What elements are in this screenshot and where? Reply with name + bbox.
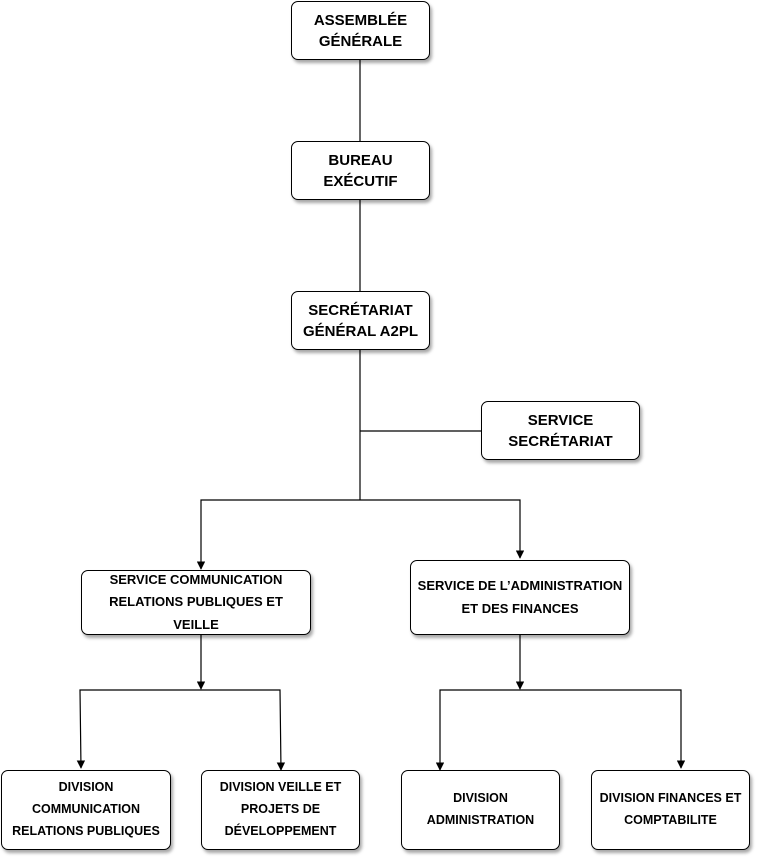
service-communication-box: SERVICE COMMUNICATION RELATIONS PUBLIQUE… bbox=[81, 570, 311, 635]
division-administration-box: DIVISION ADMINISTRATION bbox=[401, 770, 560, 850]
assemblee-generale-label: ASSEMBLÉE GÉNÉRALE bbox=[313, 11, 408, 50]
service-communication-label: SERVICE COMMUNICATION RELATIONS PUBLIQUE… bbox=[109, 572, 283, 632]
division-communication-label: DIVISION COMMUNICATION RELATIONS PUBLIQU… bbox=[12, 780, 160, 838]
division-finances-box: DIVISION FINANCES ET COMPTABILITE bbox=[591, 770, 750, 850]
division-finances-label: DIVISION FINANCES ET COMPTABILITE bbox=[599, 791, 742, 827]
connector-to-division-administration bbox=[435, 689, 520, 771]
service-secretariat-box: SERVICE SECRÉTARIAT bbox=[481, 401, 640, 460]
connector-to-division-finances bbox=[520, 689, 686, 769]
connector-to-service-communication bbox=[196, 499, 360, 570]
connector-to-division-veille bbox=[201, 689, 286, 771]
bureau-executif-box: BUREAU EXÉCUTIF bbox=[291, 141, 430, 200]
secretariat-general-label: SECRÉTARIAT GÉNÉRAL A2PL bbox=[302, 301, 419, 340]
service-administration-box: SERVICE DE L’ADMINISTRATION ET DES FINAN… bbox=[410, 560, 630, 635]
division-communication-box: DIVISION COMMUNICATION RELATIONS PUBLIQU… bbox=[1, 770, 171, 850]
service-secretariat-label: SERVICE SECRÉTARIAT bbox=[508, 411, 613, 450]
bureau-executif-label: BUREAU EXÉCUTIF bbox=[323, 151, 398, 190]
division-veille-label: DIVISION VEILLE ET PROJETS DE DÉVELOPPEM… bbox=[219, 780, 342, 838]
assemblee-generale-box: ASSEMBLÉE GÉNÉRALE bbox=[291, 1, 430, 60]
connector-to-division-communication bbox=[76, 689, 201, 769]
secretariat-general-box: SECRÉTARIAT GÉNÉRAL A2PL bbox=[291, 291, 430, 350]
division-administration-label: DIVISION ADMINISTRATION bbox=[426, 791, 535, 827]
service-administration-label: SERVICE DE L’ADMINISTRATION ET DES FINAN… bbox=[417, 578, 623, 616]
division-veille-box: DIVISION VEILLE ET PROJETS DE DÉVELOPPEM… bbox=[201, 770, 360, 850]
connector-to-service-administration bbox=[360, 499, 525, 559]
